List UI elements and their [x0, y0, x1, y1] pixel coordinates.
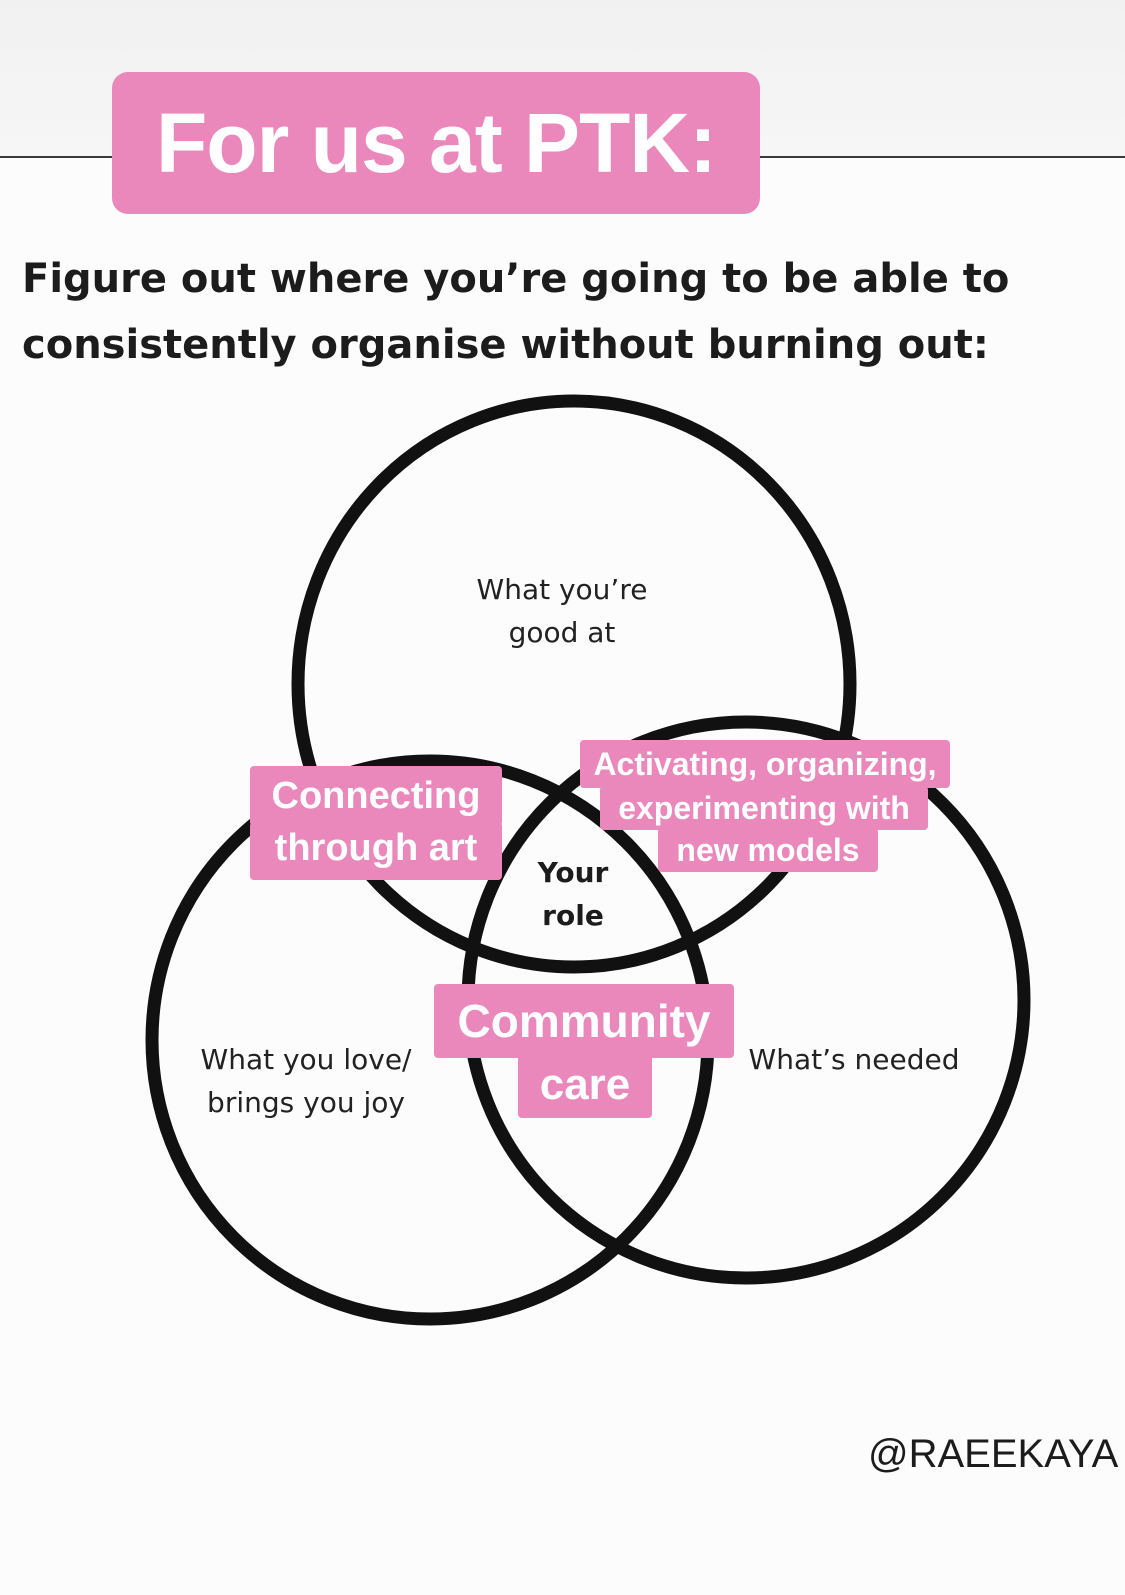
- author-handle: @RAEEKAYA: [868, 1432, 1119, 1476]
- circle-label-good-at-line-1: What you’re: [476, 573, 648, 606]
- circle-label-needed-line-1: What’s needed: [748, 1043, 960, 1076]
- community-care-line-1: Community: [434, 984, 734, 1058]
- circle-label-needed: What’s needed: [738, 1038, 970, 1081]
- page-subtitle: Figure out where you’re going to be able…: [22, 246, 1102, 378]
- activating-organizing-line-3: new models: [658, 828, 878, 872]
- connecting-through-art-line-2: through art: [250, 822, 502, 880]
- activating-organizing-line-2: experimenting with: [600, 786, 928, 830]
- your-role-line-2: role: [542, 899, 604, 932]
- circle-label-love-joy: What you love/ brings you joy: [170, 1038, 442, 1124]
- connecting-through-art-line-1: Connecting: [250, 766, 502, 826]
- your-role-line-1: Your: [537, 856, 609, 889]
- subtitle-line-1: Figure out where you’re going to be able…: [22, 256, 1010, 302]
- circle-label-good-at-line-2: good at: [508, 616, 616, 649]
- circle-label-good-at: What you’re good at: [432, 568, 692, 654]
- subtitle-line-2: consistently organise without burning ou…: [22, 322, 989, 368]
- page-title: For us at PTK:: [155, 95, 717, 190]
- circle-good-at: [291, 394, 857, 974]
- circle-label-love-joy-line-2: brings you joy: [207, 1086, 405, 1119]
- circle-label-love-joy-line-1: What you love/: [200, 1043, 412, 1076]
- community-care-line-2: care: [518, 1054, 652, 1118]
- your-role-label: Your role: [518, 851, 628, 937]
- activating-organizing-line-1: Activating, organizing,: [580, 740, 950, 788]
- title-banner: For us at PTK:: [112, 72, 760, 214]
